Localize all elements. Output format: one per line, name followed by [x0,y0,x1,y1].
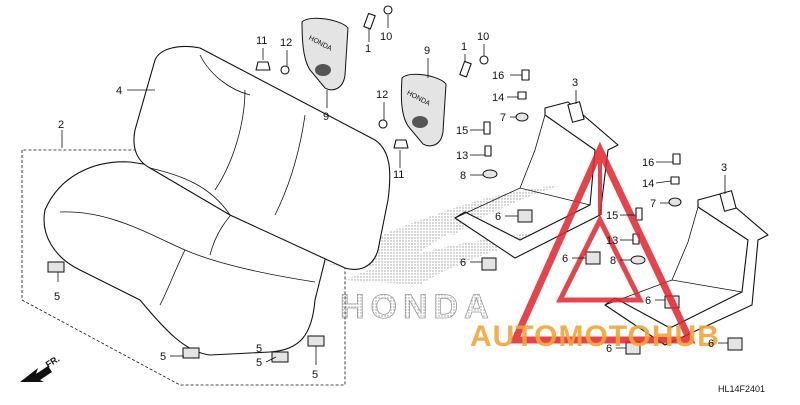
callout-10-a: 10 [380,31,392,43]
callout-5-c: 5 [256,357,262,369]
callout-11-b: 11 [393,169,404,181]
callout-5-b: 5 [160,351,166,363]
callout-14-a: 14 [492,92,504,104]
callout-1-a: 1 [365,43,371,55]
callout-labels: 4 2 5 5 5 5 5 11 12 9 1 10 9 1 10 12 11 … [54,31,727,381]
callout-8-b: 8 [610,255,616,267]
callout-9-a: 9 [323,111,329,123]
fasteners [255,5,682,265]
background-brand-text: HONDA [340,288,495,326]
callout-5-e: 5 [312,369,318,381]
callout-14-b: 14 [642,178,654,190]
callout-8-a: 8 [460,170,466,182]
callout-13-a: 13 [456,150,468,162]
seat-frame-right [604,190,769,346]
callout-6-d: 6 [645,295,651,307]
callout-2: 2 [58,119,64,131]
callout-12-b: 12 [376,89,388,101]
callout-13-b: 13 [606,235,618,247]
callout-15-b: 15 [606,210,618,222]
seat-frame-left [454,101,619,259]
callout-3-b: 3 [721,162,727,174]
callout-6-f: 6 [708,338,714,350]
front-direction-marker: FR. [20,354,61,382]
callout-6-b: 6 [460,257,466,269]
emblem-plate-lower: HONDA [400,73,447,147]
callout-7-b: 7 [650,198,656,210]
callout-11-a: 11 [256,35,267,47]
callout-6-e: 6 [606,343,612,355]
callout-4: 4 [116,85,122,97]
seat-backrest [133,45,391,270]
diagram-code: HL14F2401 [718,384,765,394]
callout-7-a: 7 [500,112,506,124]
callout-3-a: 3 [572,77,578,89]
callout-5-d: 5 [256,343,262,355]
callout-1-b: 1 [461,41,467,53]
clips [47,261,325,363]
callout-6-c: 6 [562,253,568,265]
callout-6-a: 6 [495,211,501,223]
callout-9-b: 9 [424,45,430,57]
callout-16-a: 16 [492,70,504,82]
callout-15-a: 15 [456,125,468,137]
watermark-text: AUTOMOTOHUB [470,320,720,353]
front-marker-label: FR. [44,354,62,370]
callout-10-b: 10 [477,31,489,43]
callout-5-a: 5 [54,291,60,303]
callout-12-a: 12 [280,37,292,49]
emblem-plate-upper: HONDA [301,17,349,91]
leader-lines [57,15,728,365]
callout-16-b: 16 [642,157,654,169]
